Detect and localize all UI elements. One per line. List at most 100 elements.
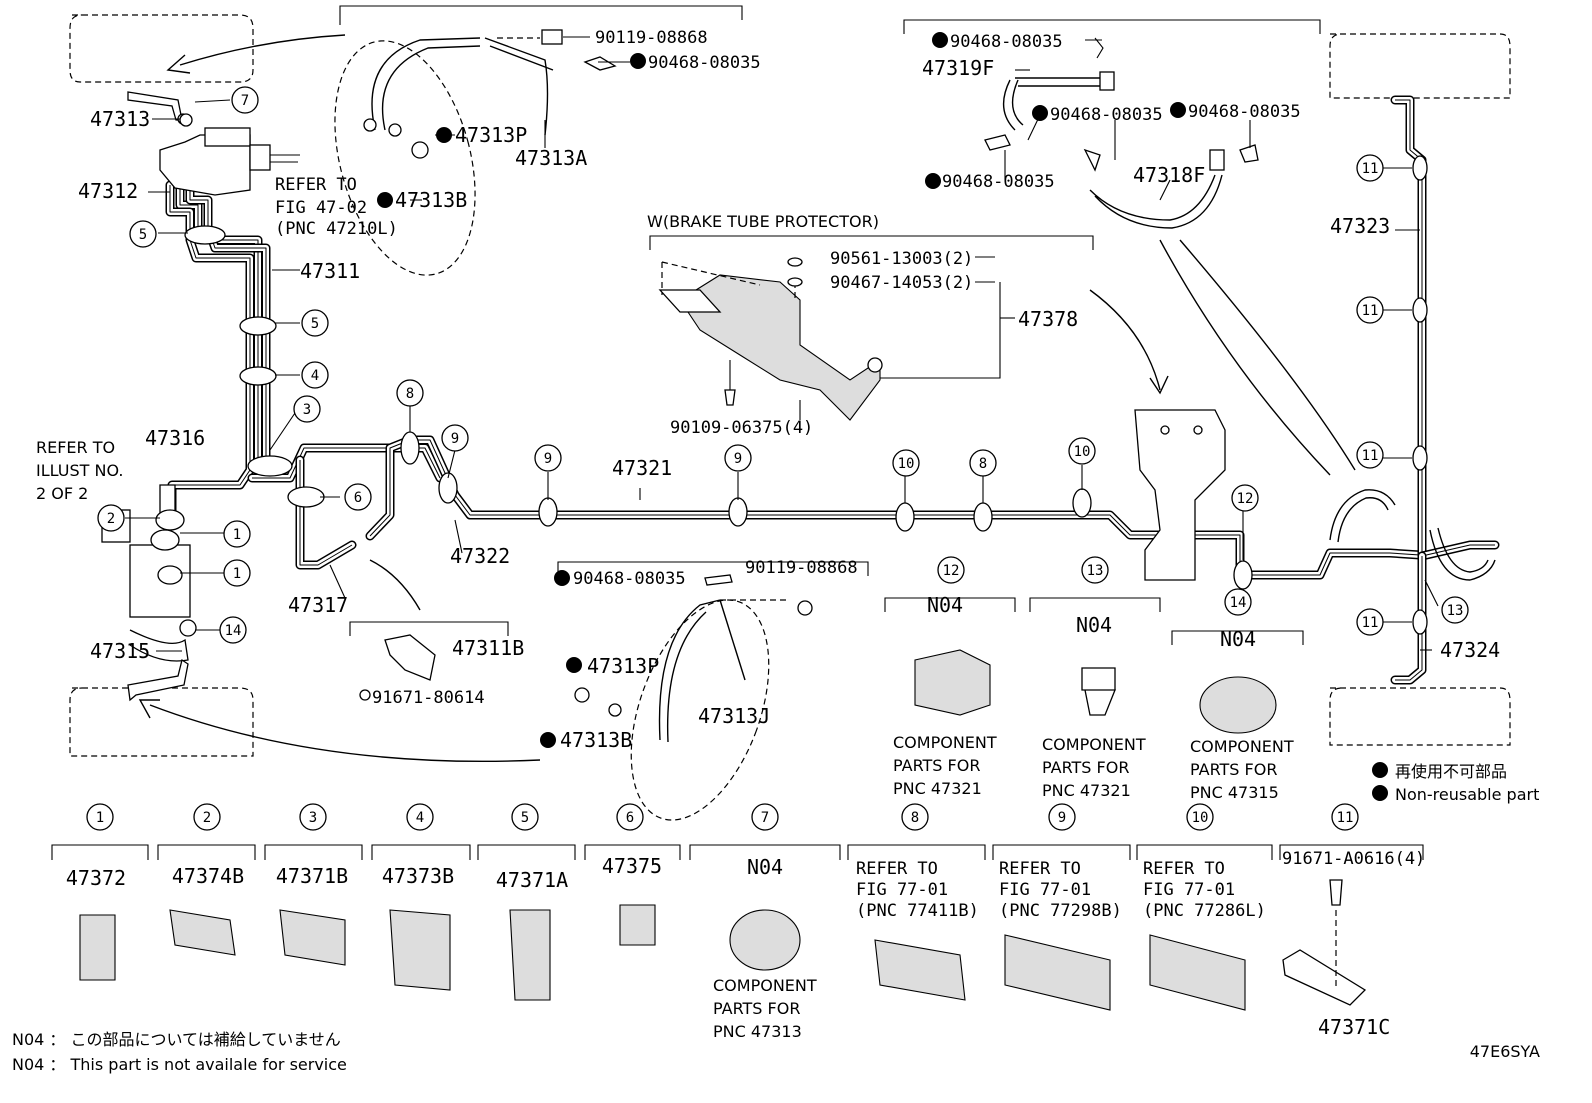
callout-8-circle bbox=[969, 449, 997, 477]
callout-8: 8 bbox=[406, 386, 414, 402]
clamp-legend-num-3: 3 bbox=[309, 810, 317, 826]
n04-box-1-line1: COMPONENT bbox=[893, 733, 997, 752]
callout-13: 13 bbox=[1087, 563, 1104, 579]
brake-tube-6 bbox=[369, 439, 1421, 576]
clamp-7-line3: PNC 47313 bbox=[713, 1022, 802, 1041]
callout-7: 7 bbox=[241, 93, 249, 109]
label-47316: 47316 bbox=[145, 426, 205, 450]
pointer-arrows bbox=[138, 34, 1169, 763]
clamp-legend-num-5-circle bbox=[511, 803, 539, 831]
clamp-9-line2: FIG 77-01 bbox=[999, 880, 1091, 900]
callout-9: 9 bbox=[734, 451, 742, 467]
clamp-drawings bbox=[79, 879, 1367, 1011]
callout-5-circle bbox=[301, 309, 329, 337]
clamp-8-line2: FIG 77-01 bbox=[856, 880, 948, 900]
label-47321: 47321 bbox=[612, 456, 672, 480]
reference-boxes bbox=[69, 14, 1511, 757]
label-47324: 47324 bbox=[1440, 638, 1500, 662]
callout-2: 2 bbox=[107, 511, 115, 527]
callout-6: 6 bbox=[354, 490, 362, 506]
upper-hose-group bbox=[334, 29, 617, 276]
callout-4: 4 bbox=[311, 368, 319, 384]
callout-9-circle bbox=[534, 444, 562, 472]
clamp-part-47371B: 47371B bbox=[276, 864, 348, 888]
callout-12: 12 bbox=[1237, 491, 1254, 507]
label-47313J: 47313J bbox=[698, 704, 770, 728]
clamp-marker bbox=[1412, 297, 1428, 323]
label-90468-b: 90468-08035 bbox=[950, 32, 1063, 52]
clamp-marker bbox=[239, 316, 277, 336]
callout-7-circle bbox=[231, 86, 259, 114]
callout-8-circle bbox=[396, 379, 424, 407]
label-90468-d: 90468-08035 bbox=[1188, 102, 1301, 122]
callout-14-circle bbox=[219, 616, 247, 644]
non-reusable-marker bbox=[554, 570, 570, 586]
label-47313P-bottom: 47313P bbox=[587, 654, 659, 678]
callout-14: 14 bbox=[1230, 595, 1247, 611]
refer-fig-47-02-line2: FIG 47-02 bbox=[275, 198, 367, 218]
clamp-part-47375: 47375 bbox=[602, 854, 662, 878]
leader-line bbox=[269, 412, 296, 451]
label-90119-top: 90119-08868 bbox=[595, 28, 708, 48]
n04-box-1-line2: PARTS FOR bbox=[893, 756, 980, 775]
clamp-8-line1: REFER TO bbox=[856, 859, 938, 879]
clamp-legend-num-6-circle bbox=[616, 803, 644, 831]
callout-9: 9 bbox=[451, 431, 459, 447]
clamp-legend-num-11-circle bbox=[1331, 803, 1359, 831]
label-90468-a: 90468-08035 bbox=[648, 53, 761, 73]
callout-9-circle bbox=[724, 444, 752, 472]
callout-5: 5 bbox=[139, 227, 147, 243]
clamp-marker bbox=[1233, 560, 1253, 590]
label-90468-e: 90468-08035 bbox=[942, 172, 1055, 192]
non-reusable-marker bbox=[377, 192, 393, 208]
clamp-legend-num-10-circle bbox=[1186, 803, 1214, 831]
label-47323: 47323 bbox=[1330, 214, 1390, 238]
callout-13: 13 bbox=[1447, 603, 1464, 619]
label-90468-f: 90468-08035 bbox=[573, 569, 686, 589]
frame-bracket bbox=[1134, 409, 1226, 581]
callout-14-circle bbox=[1224, 588, 1252, 616]
clamp-marker bbox=[150, 529, 180, 551]
refer-fig-47-02-line3: (PNC 47210L) bbox=[275, 219, 398, 239]
callout-13-circle bbox=[1081, 556, 1109, 584]
clamp-marker bbox=[1072, 488, 1092, 518]
label-90467: 90467-14053(2) bbox=[830, 273, 973, 293]
callout-11-circle bbox=[1356, 441, 1384, 469]
clamp-marker bbox=[157, 565, 183, 585]
callout-2-circle bbox=[97, 504, 125, 532]
brake-tube-7 bbox=[1395, 99, 1423, 556]
clamp-legend-num-2-circle bbox=[193, 803, 221, 831]
callout-12-circle bbox=[937, 556, 965, 584]
clamp-legend-num-4: 4 bbox=[416, 810, 424, 826]
label-47313P-top: 47313P bbox=[455, 123, 527, 147]
label-47311B: 47311B bbox=[452, 636, 524, 660]
non-reusable-marker bbox=[630, 53, 646, 69]
label-47311: 47311 bbox=[300, 259, 360, 283]
non-reusable-marker bbox=[1372, 762, 1388, 778]
non-reusable-marker bbox=[1170, 102, 1186, 118]
clamp-legend-num-8: 8 bbox=[911, 810, 919, 826]
callout-11: 11 bbox=[1362, 161, 1379, 177]
callout-11: 11 bbox=[1362, 615, 1379, 631]
clamp-legend-num-10: 10 bbox=[1192, 810, 1209, 826]
leader-line bbox=[1159, 179, 1171, 201]
callout-12: 12 bbox=[943, 563, 960, 579]
lower-ground-strap bbox=[574, 574, 813, 821]
clamp-marker bbox=[438, 472, 458, 504]
callout-14: 14 bbox=[225, 623, 242, 639]
non-reusable-marker bbox=[925, 173, 941, 189]
callout-1: 1 bbox=[233, 527, 241, 543]
brake-tube-protector bbox=[658, 257, 883, 421]
leader-line bbox=[447, 449, 456, 479]
clamp-7-code: N04 bbox=[747, 855, 783, 879]
right-hoses bbox=[1329, 489, 1496, 581]
brake-tubes bbox=[165, 95, 1500, 685]
brake-tube-3 bbox=[169, 185, 251, 520]
legend-english: Non-reusable part bbox=[1395, 785, 1539, 804]
leader-line bbox=[454, 519, 463, 554]
leader-line bbox=[329, 564, 346, 599]
clamp-part-47372: 47372 bbox=[66, 866, 126, 890]
callout-1: 1 bbox=[233, 566, 241, 582]
clamp-legend-num-1-circle bbox=[86, 803, 114, 831]
